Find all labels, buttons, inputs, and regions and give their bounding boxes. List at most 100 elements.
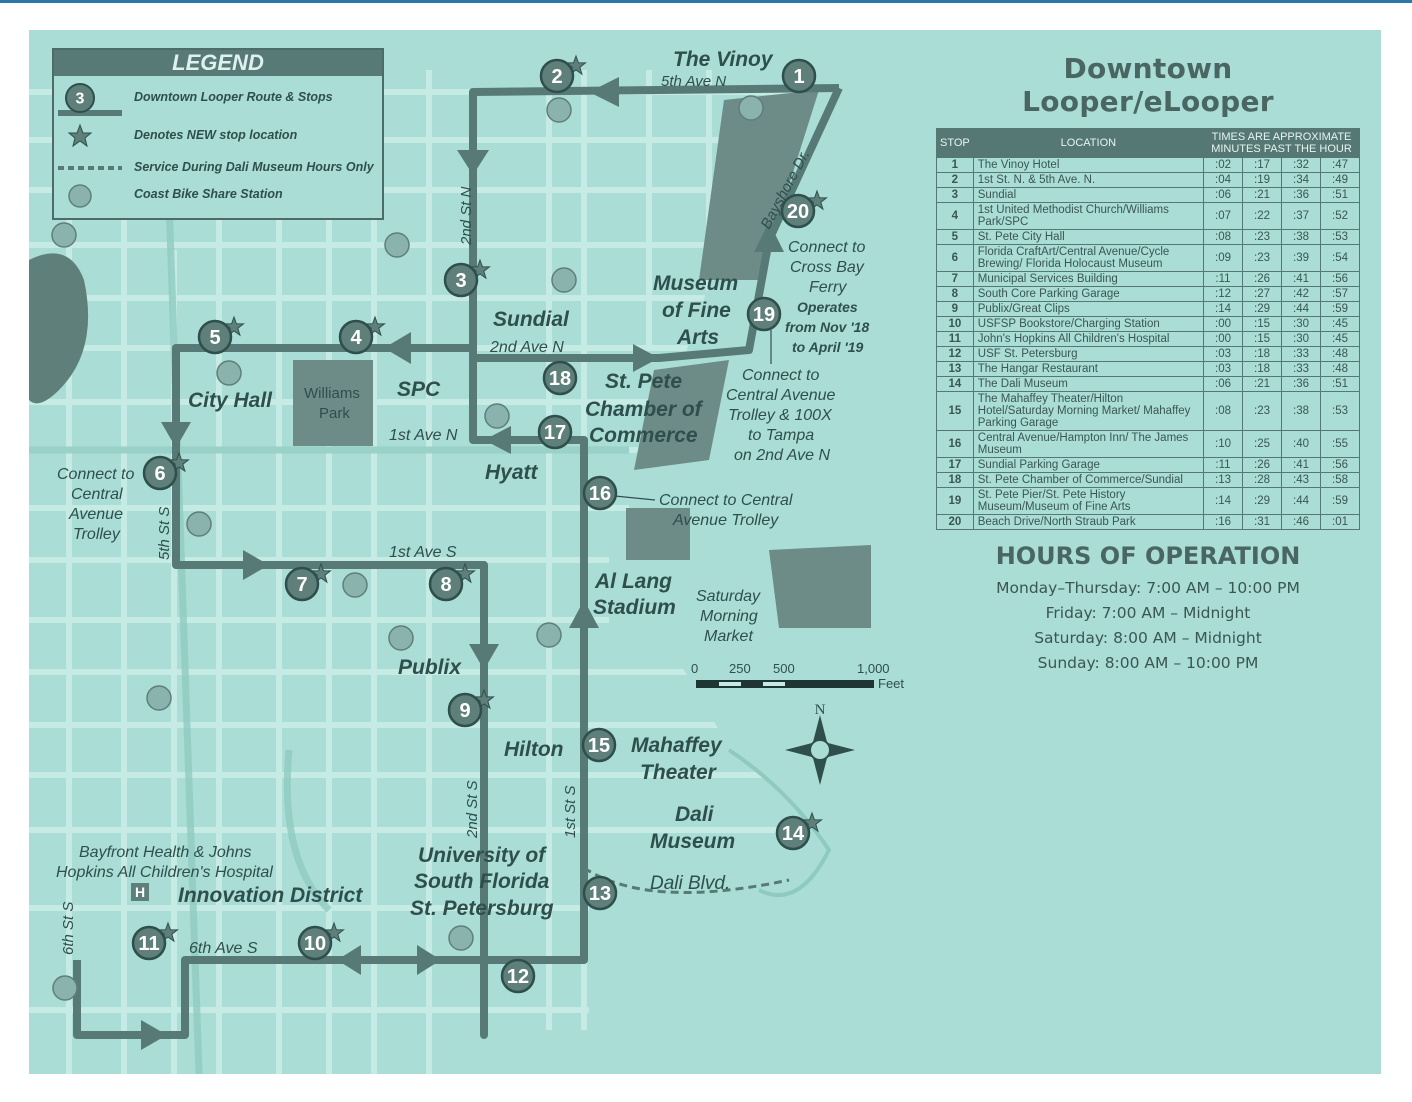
schedule-panel: Downtown Looper/eLooper STOP LOCATION TI…: [936, 52, 1360, 676]
stop-marker-12[interactable]: 12: [500, 958, 536, 994]
stop-time: :33: [1281, 346, 1321, 362]
stop-location: St. Pete Chamber of Commerce/Sundial: [972, 472, 1205, 488]
star-icon: [67, 123, 93, 148]
stop-circle: [582, 875, 618, 911]
stop-label: 7: [296, 574, 307, 596]
stop-circle: [500, 958, 536, 994]
stop-marker-8[interactable]: 8: [428, 562, 476, 602]
stop-number: 5: [936, 229, 974, 245]
stop-time: :42: [1281, 286, 1321, 302]
top-accent-bar: [0, 0, 1412, 3]
stop-time: :02: [1203, 157, 1243, 173]
stop-number: 8: [936, 286, 974, 302]
stop-number: 18: [936, 472, 974, 488]
label-chamber-1: St. Pete: [605, 370, 682, 393]
stop-marker-3[interactable]: 3: [443, 258, 491, 298]
label-dali-blvd: Dali Blvd.: [650, 873, 730, 894]
label-museum-fine-arts-1: Museum: [653, 272, 738, 295]
stop-marker-10[interactable]: 10: [297, 921, 345, 961]
stop-number: 13: [936, 361, 974, 377]
label-usf-3: St. Petersburg: [410, 897, 554, 920]
stop-marker-20[interactable]: 20: [780, 189, 828, 229]
col-times: TIMES ARE APPROXIMATE MINUTES PAST THE H…: [1203, 128, 1360, 158]
stop-label: 2: [551, 66, 562, 88]
stop-location: 1st St. N. & 5th Ave. N.: [972, 172, 1205, 188]
stop-number: 4: [936, 202, 974, 230]
label-hyatt: Hyatt: [485, 461, 539, 484]
label-2nd-st-n: 2nd St N: [458, 186, 475, 246]
label-mahaffey-1: Mahaffey: [631, 734, 723, 757]
stop-marker-4[interactable]: 4: [338, 315, 386, 355]
stop-time: :49: [1320, 172, 1360, 188]
stop-time: :29: [1242, 487, 1282, 515]
stop-time: :31: [1242, 514, 1282, 530]
stop-time: :00: [1203, 331, 1243, 347]
williams-park: [293, 360, 373, 446]
stop-marker-15[interactable]: 15: [581, 727, 617, 763]
stop-time: :18: [1242, 361, 1282, 377]
label-trolley-4: to Tampa: [748, 427, 814, 444]
stop-time: :59: [1320, 301, 1360, 317]
stop-marker-5[interactable]: 5: [197, 315, 245, 355]
stop-circle: [142, 455, 178, 491]
label-al-lang-1: Al Lang: [594, 570, 672, 593]
stop-circle: [131, 925, 167, 961]
stop-marker-7[interactable]: 7: [284, 562, 332, 602]
stop-time: :30: [1281, 331, 1321, 347]
looper-route: [73, 84, 843, 1039]
stop-circle: [443, 262, 479, 298]
stop-number: 19: [936, 487, 974, 515]
stop-location: 1st United Methodist Church/Williams Par…: [972, 202, 1205, 230]
hours-fri: Friday: 7:00 AM – Midnight: [1045, 604, 1251, 622]
label-usf-1: University of: [418, 844, 547, 867]
legend-bike: Coast Bike Share Station: [134, 187, 283, 201]
stop-marker-2[interactable]: 2: [539, 54, 587, 94]
stop-time: :47: [1320, 157, 1360, 173]
stop-location: The Hangar Restaurant: [972, 361, 1205, 377]
stop-circle: [775, 815, 811, 851]
stop-time: :15: [1242, 331, 1282, 347]
legend-new-stop: Denotes NEW stop location: [134, 128, 298, 142]
stop-marker-11[interactable]: 11: [131, 921, 179, 961]
stop-time: :18: [1242, 346, 1282, 362]
stop-marker-9[interactable]: 9: [447, 688, 495, 728]
stop-circle: [197, 319, 233, 355]
stop-time: :33: [1281, 361, 1321, 377]
stop-number: 20: [936, 514, 974, 530]
label-innovation: Innovation District: [178, 884, 363, 907]
hours-title: HOURS OF OPERATION: [995, 542, 1301, 570]
new-stop-star-icon: [310, 562, 332, 584]
stop-time: :11: [1203, 457, 1243, 473]
stop-time: :00: [1203, 316, 1243, 332]
stop-marker-19[interactable]: 19: [746, 296, 782, 332]
stop-marker-16[interactable]: 16: [582, 475, 618, 511]
bike-share-icon: [388, 625, 414, 651]
stop-marker-1[interactable]: 1: [781, 58, 817, 94]
stop-marker-14[interactable]: 14: [775, 811, 823, 851]
stop-label: 18: [549, 368, 571, 390]
stop-time: :32: [1281, 157, 1321, 173]
stop-time: :26: [1242, 457, 1282, 473]
stop-time: :41: [1281, 457, 1321, 473]
stop-label: 9: [459, 700, 470, 722]
label-williams-2: Park: [319, 405, 350, 422]
stop-marker-6[interactable]: 6: [142, 451, 190, 491]
stop-marker-17[interactable]: 17: [537, 414, 573, 450]
stop-number: 6: [936, 244, 974, 272]
stop-marker-13[interactable]: 13: [582, 875, 618, 911]
stop-marker-18[interactable]: 18: [542, 360, 578, 396]
stop-number: 11: [936, 331, 974, 347]
north-arrow-icon: N: [785, 702, 855, 785]
stop-time: :21: [1242, 187, 1282, 203]
